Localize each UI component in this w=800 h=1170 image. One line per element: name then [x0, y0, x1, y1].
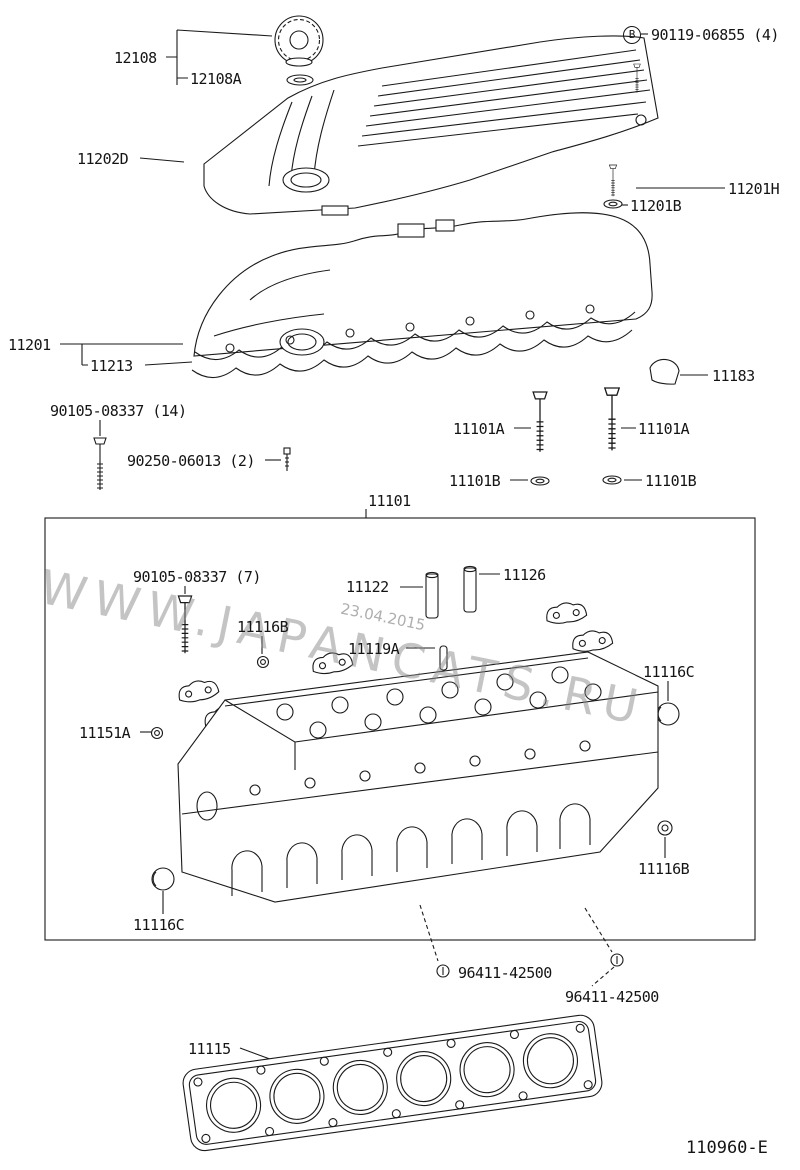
- seal-11183: [649, 358, 680, 385]
- part-label-11116b-2: 11116B: [638, 860, 690, 878]
- part-label-90105-08337-14: 90105-08337 (14): [50, 402, 187, 420]
- bolt-11201h: [609, 164, 617, 197]
- part-label-11101b-left: 11101B: [449, 472, 501, 490]
- bolt-11101a-left: [532, 391, 548, 453]
- filler-cap-gasket: [286, 74, 314, 86]
- bolt-90105-08337-14: [93, 437, 107, 491]
- part-label-11101a-right: 11101A: [638, 420, 690, 438]
- assembly-box-frame: [44, 517, 756, 941]
- part-label-12108: 12108: [114, 49, 157, 67]
- bolt-11101a-right: [604, 387, 620, 452]
- part-label-90250-06013: 90250-06013 (2): [127, 452, 255, 470]
- part-label-11201h: 11201H: [728, 180, 780, 198]
- bolt-90105-08337-7: [177, 595, 193, 654]
- bracket-11151a-a: [176, 676, 221, 705]
- pin-11119a: [439, 645, 448, 671]
- camshaft-cap-a: [544, 599, 588, 626]
- camshaft-cap-b: [570, 627, 614, 654]
- part-label-96411-1: 96411-42500: [458, 964, 552, 982]
- plug-11116b-2: [657, 820, 673, 836]
- washer-11101b-left: [530, 476, 550, 486]
- nut-11116b-1: [256, 655, 270, 669]
- plug-11116c-left: [151, 867, 175, 891]
- part-label-11116b-1: 11116B: [237, 618, 289, 636]
- engine-cover: [203, 35, 659, 216]
- clip-96411-1: [436, 964, 450, 978]
- part-label-11201: 11201: [8, 336, 51, 354]
- cylinder-head-cover: [193, 212, 653, 361]
- part-label-11183: 11183: [712, 367, 755, 385]
- part-label-11101b-right: 11101B: [645, 472, 697, 490]
- part-label-11101a-left: 11101A: [453, 420, 505, 438]
- part-label-12108a: 12108A: [190, 70, 242, 88]
- part-label-11101: 11101: [368, 492, 411, 510]
- part-label-11122: 11122: [346, 578, 389, 596]
- valve-guide-11126: [463, 565, 477, 613]
- part-label-96411-2: 96411-42500: [565, 988, 659, 1006]
- part-label-11126: 11126: [503, 566, 546, 584]
- clip-96411-2: [610, 953, 624, 967]
- part-label-11115: 11115: [188, 1040, 231, 1058]
- part-label-11202d: 11202D: [77, 150, 129, 168]
- part-label-11116c-2: 11116C: [133, 916, 185, 934]
- part-label-11201b: 11201B: [630, 197, 682, 215]
- stud-90250-06013: [283, 447, 291, 471]
- washer-11201b: [603, 199, 623, 209]
- diagram-code: 110960-E: [686, 1138, 768, 1158]
- part-label-90105-08337-7: 90105-08337 (7): [133, 568, 261, 586]
- head-gasket: [182, 1014, 603, 1152]
- part-label-11116c-1: 11116C: [643, 663, 695, 681]
- part-label-11213: 11213: [90, 357, 133, 375]
- oil-filler-cap: [274, 15, 324, 67]
- part-label-90119-06855: 90119-06855 (4): [651, 26, 779, 44]
- part-label-11119a: 11119A: [348, 640, 400, 658]
- nut-11151a: [150, 726, 164, 740]
- cylinder-head: [177, 651, 659, 903]
- part-label-11151a: 11151A: [79, 724, 131, 742]
- washer-11101b-right: [602, 475, 622, 485]
- plug-11116c-right: [656, 702, 680, 726]
- circled-b-marker: B: [623, 26, 641, 44]
- valve-guide-11122: [425, 571, 439, 619]
